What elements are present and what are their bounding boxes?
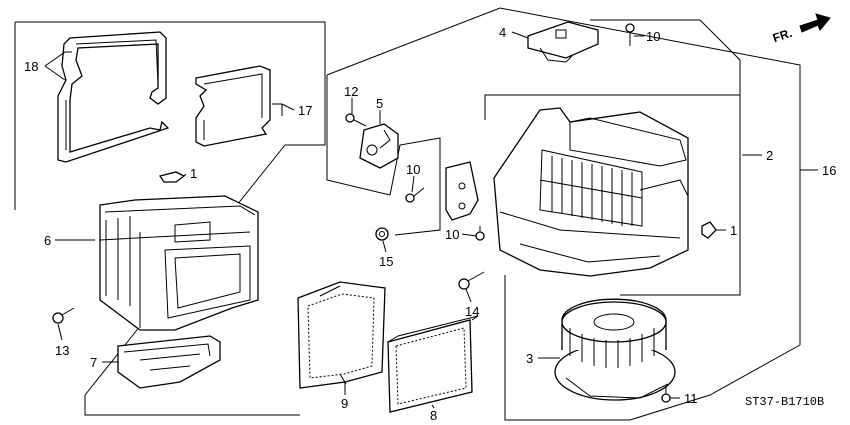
callout-7: 7: [90, 355, 97, 370]
callout-10-top: 10: [646, 29, 660, 44]
screw-13: [52, 307, 75, 324]
bracket-4: [527, 21, 599, 63]
callout-14: 14: [465, 304, 479, 319]
callout-5: 5: [376, 96, 383, 111]
group-border-right: [326, 7, 801, 421]
callout-1-right: 1: [730, 223, 737, 238]
screw-10-top: [625, 23, 635, 46]
filter-8: [387, 315, 479, 413]
filter-frame-9: [297, 281, 386, 389]
group-border-left: [14, 21, 326, 416]
screw-12: [345, 113, 367, 127]
callout-15: 15: [379, 254, 393, 269]
callout-4: 4: [499, 25, 506, 40]
mount-plate: [445, 161, 479, 221]
nut-15: [375, 227, 389, 241]
screw-11: [661, 386, 671, 403]
screw-10-lower: [475, 226, 485, 241]
arrow-icon: [799, 13, 831, 33]
fan-motor-3: [554, 298, 676, 401]
blower-housing-6: [99, 195, 259, 331]
callout-3: 3: [526, 351, 533, 366]
callout-13: 13: [55, 343, 69, 358]
callout-numbers: 18 17 1 6 13 7 9 8 4 10 12 5 10 10 15 14…: [24, 25, 836, 423]
callout-12: 12: [344, 84, 358, 99]
blower-unit-2: [493, 107, 689, 277]
clip-1-left: [158, 171, 186, 183]
direction-label: FR.: [771, 26, 794, 45]
callout-11: 11: [684, 391, 698, 406]
diagram-code: ST37-B1710B: [745, 395, 824, 409]
callout-8: 8: [430, 408, 437, 423]
screw-10-middle: [405, 187, 425, 203]
seal-17: [195, 65, 271, 147]
cover-7: [117, 335, 221, 389]
callout-16: 16: [822, 163, 836, 178]
callout-18: 18: [24, 59, 38, 74]
callout-10-lower: 10: [445, 227, 459, 242]
front-direction-arrow: FR.: [771, 13, 831, 45]
callout-17: 17: [298, 103, 312, 118]
callout-6: 6: [44, 233, 51, 248]
callout-9: 9: [341, 396, 348, 411]
callout-10-middle: 10: [406, 162, 420, 177]
callout-1-left: 1: [190, 166, 197, 181]
group-border-inner: [389, 19, 741, 296]
callout-leaders: [44, 31, 818, 409]
seal-18: [57, 31, 170, 163]
clip-1-right: [701, 221, 717, 239]
bolt-14: [458, 271, 485, 290]
actuator-5: [359, 123, 399, 169]
callout-2: 2: [766, 148, 773, 163]
